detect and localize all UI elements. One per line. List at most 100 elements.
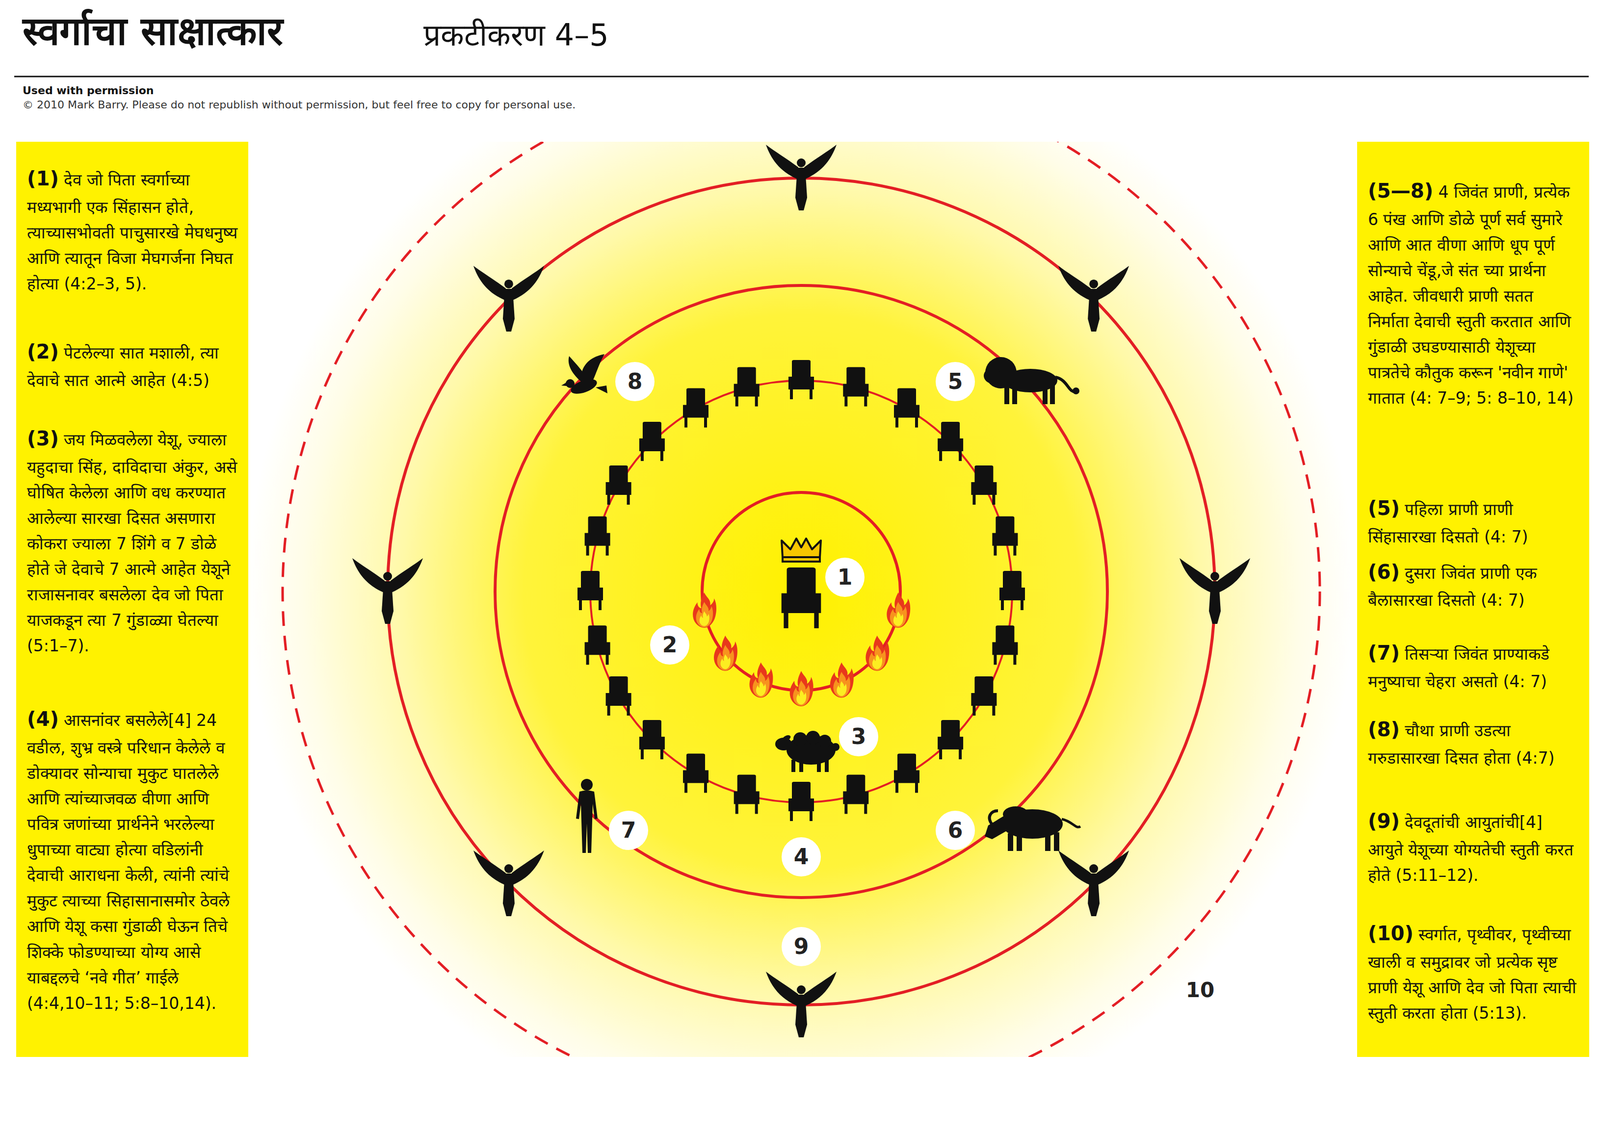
note-text: (9) देवदूतांची आयुतांची[4] आयुते येशूच्य… [1367, 806, 1579, 889]
lion-tail-tuft [1072, 387, 1080, 395]
label-holder: प्रकटीकरण 4–5 [423, 17, 609, 53]
elder-seat [682, 753, 709, 793]
man-head [580, 779, 593, 791]
bull-head [984, 815, 1006, 840]
angel-figure [765, 144, 837, 211]
glory-glow [246, 141, 1356, 1058]
elder-seat [788, 360, 814, 400]
lamb-leg [816, 760, 821, 773]
elder-seat [682, 388, 709, 428]
lamb-leg [824, 760, 829, 773]
callout-marker: 2 [650, 625, 690, 665]
elder-seat [734, 367, 760, 407]
note-body: आसनांवर बसलेले[4] 24 वडील, शुभ्र वस्त्रे… [26, 710, 230, 1014]
credit-note: Used with permission [22, 84, 154, 97]
bull-leg [1007, 833, 1014, 852]
lion-leg [1004, 384, 1010, 405]
elder-ring [590, 380, 1013, 803]
angel-host [352, 144, 1251, 1038]
elder-seat [842, 774, 869, 814]
bull-leg [1045, 833, 1051, 852]
note-text: (6) दुसरा जिवंत प्राणी एक बैलासारखा दिसत… [1367, 556, 1579, 614]
callout-number: 2 [662, 634, 678, 656]
elder-seat [937, 720, 964, 760]
bull-leg [1053, 832, 1060, 852]
callout-marker: 1 [825, 557, 865, 598]
lamp-flame [830, 662, 854, 699]
bull-tail [1061, 819, 1081, 828]
eagle-wing [568, 356, 589, 385]
bull-leg [1016, 833, 1023, 852]
elder-seat [639, 720, 665, 760]
elder-seat [577, 571, 604, 611]
elder-seat [937, 421, 964, 462]
note-text: (5) पहिला प्राणी प्राणी सिंहासारखा दिसतो… [1367, 493, 1579, 551]
creation-ring [282, 141, 1320, 1058]
note-body: देव जो पिता स्वर्गाच्या मध्यभागी एक सिंह… [26, 170, 238, 294]
callout-marker: 5 [935, 362, 975, 402]
lamp-flame [692, 592, 717, 629]
elder-seat [639, 421, 665, 462]
note-number: (5) [1367, 497, 1400, 520]
angel-figure [1058, 265, 1129, 332]
elder-seat [842, 367, 869, 407]
lamb-ear [781, 734, 792, 743]
elder-seat [970, 465, 997, 505]
note-body: 4 जिवंत प्राणी, प्रत्येक 6 पंख आणि डोळे … [1367, 182, 1574, 408]
lion-leg [1042, 384, 1048, 405]
lamp-flame [713, 635, 738, 672]
lion-head [983, 367, 1002, 384]
callout-number: 1 [837, 566, 853, 589]
callout-number: 4 [793, 846, 810, 868]
man-body [576, 790, 598, 854]
eagle-tail [595, 385, 608, 394]
eagle-icon [561, 354, 608, 397]
callout-marker: 9 [781, 927, 821, 967]
label-holder: © 2010 Mark Barry. Please do not republi… [22, 98, 576, 111]
lion-icon [983, 357, 1080, 405]
note-text: (5—8) 4 जिवंत प्राणी, प्रत्येक 6 पंख आणि… [1367, 175, 1579, 412]
creature-ring [495, 285, 1108, 898]
note-number: (7) [1367, 641, 1400, 665]
bull-horn [989, 811, 998, 825]
bull-icon [984, 806, 1081, 852]
glow-band [246, 141, 1356, 1058]
lamb-leg [799, 760, 804, 773]
elder-seat [893, 388, 920, 428]
lamb-icon [775, 731, 840, 773]
page-title: स्वर्गाचा साक्षात्कार [22, 8, 284, 54]
angel-figure [765, 971, 837, 1038]
lamp-flame [886, 592, 911, 629]
note-text: (8) चौथा प्राणी उडत्या गरुडासारखा दिसत ह… [1367, 714, 1579, 772]
note-number: (3) [26, 427, 59, 450]
callout-number: 9 [793, 936, 810, 958]
note-number: (6) [1367, 560, 1400, 584]
credit-note: © 2010 Mark Barry. Please do not republi… [22, 98, 576, 111]
page-subtitle: प्रकटीकरण 4–5 [423, 17, 609, 53]
angel-figure [1058, 850, 1129, 917]
elder-seat [584, 516, 611, 556]
note-text: (10) स्वर्गात, पृथ्वीवर, पृथ्वीच्या खाली… [1367, 918, 1579, 1027]
lamb-wool [818, 734, 832, 748]
lamb-tail [831, 743, 840, 752]
note-number: (8) [1367, 718, 1400, 741]
elder-seat [584, 625, 611, 665]
elder-seat [999, 571, 1025, 611]
note-text: (2) पेटलेल्या सात मशाली, त्या देवाचे सात… [26, 336, 238, 394]
throne-icon [781, 567, 822, 629]
lion-leg [1012, 384, 1018, 405]
note-text: (7) तिसऱ्या जिवंत प्राण्याकडे मनुष्याचा … [1367, 637, 1579, 695]
note-text: (1) देव जो पिता स्वर्गाच्या मध्यभागी एक … [26, 163, 238, 297]
angel-figure [473, 265, 545, 332]
label-holder: 10 [1185, 978, 1215, 1003]
lion-leg [1049, 383, 1055, 405]
elder-seat [734, 774, 760, 814]
elder-seat [992, 625, 1018, 665]
callout-number: 8 [627, 370, 643, 393]
elder-seat [788, 782, 814, 822]
crown-icon [781, 538, 821, 562]
lamb-wool [806, 731, 820, 745]
eagle-head [565, 379, 575, 389]
lamb-leg [791, 760, 796, 773]
